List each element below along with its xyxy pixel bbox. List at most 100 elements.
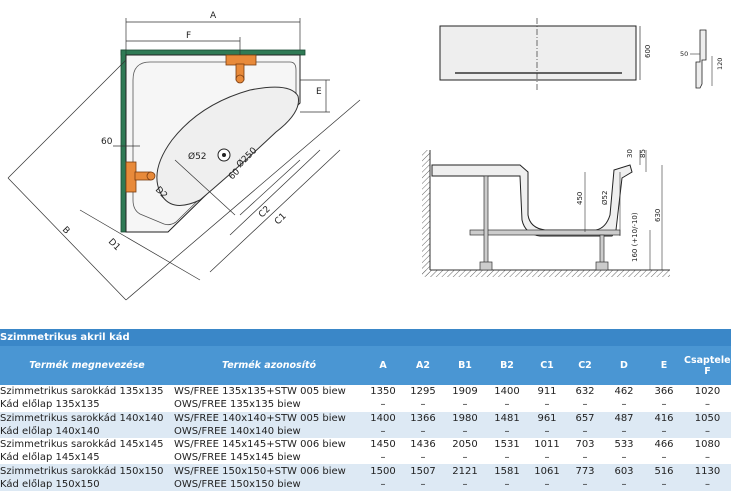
value-dash: –: [402, 424, 444, 438]
value-C1: 1011: [534, 439, 560, 451]
value-A2: 1507: [402, 464, 444, 478]
panel-name: Kád előlap 135x135: [0, 399, 100, 411]
value-B2: 1481: [486, 411, 528, 425]
product-name: Szimmetrikus sarokkád 140x140: [0, 411, 174, 425]
value-A2: 1295: [410, 386, 436, 398]
front-dim-50: 50: [680, 50, 688, 58]
value-E: 466: [654, 439, 674, 451]
side-view: 30 85 Ø52 450 630 160 (+10/-10): [422, 149, 670, 277]
value-C2: 773: [566, 464, 604, 478]
value-D: 533: [614, 439, 634, 451]
value-E: 516: [644, 464, 684, 478]
value-B1: 1909: [452, 386, 478, 398]
product-code: WS/FREE 135x135+STW 005 biew: [174, 386, 346, 398]
value-C2: 632: [575, 386, 595, 398]
value-dash: –: [380, 399, 386, 411]
value-dash: –: [566, 424, 604, 438]
value-dash: –: [621, 399, 627, 411]
product-code: WS/FREE 145x145+STW 006 biew: [174, 439, 346, 451]
value-dash: –: [504, 399, 510, 411]
product-code: WS/FREE 140x140+STW 005 biew: [174, 411, 364, 425]
panel-code: OWS/FREE 140x140 biew: [174, 424, 364, 438]
product-name: Szimmetrikus sarokkád 145x145: [0, 439, 164, 451]
value-B1: 1980: [444, 411, 486, 425]
value-F: 1080: [694, 439, 721, 451]
product-name: Szimmetrikus sarokkád 150x150: [0, 464, 174, 478]
side-bath-section: [431, 164, 633, 237]
dim-label-C1: C1: [273, 212, 289, 228]
front-profile: [695, 29, 707, 89]
value-dash: –: [486, 424, 528, 438]
top-tap: [225, 54, 257, 84]
value-dash: –: [364, 424, 402, 438]
side-legs: [469, 175, 621, 271]
left-wall: [120, 49, 127, 233]
header-code: Termék azonosító: [174, 346, 364, 386]
value-B1: 2050: [452, 439, 478, 451]
header-D: D: [604, 346, 644, 386]
value-A: 1400: [364, 411, 402, 425]
side-dim-85: 85: [639, 149, 647, 158]
header-A: A: [364, 346, 402, 386]
technical-drawings: A F E 60 Ø52 Ø250 60 D2 C2 C1 D1 B 600 5…: [7, 11, 724, 301]
value-dash: –: [528, 477, 566, 491]
value-F: 1050: [684, 411, 731, 425]
value-C2: 703: [575, 439, 595, 451]
side-dim-450: 450: [576, 192, 584, 205]
value-dash: –: [402, 477, 444, 491]
value-dash: –: [462, 452, 468, 464]
value-A2: 1366: [402, 411, 444, 425]
front-dim-600: 600: [644, 45, 652, 58]
value-dash: –: [582, 452, 588, 464]
side-dim-30: 30: [626, 149, 634, 158]
value-E: 366: [654, 386, 674, 398]
value-dash: –: [684, 424, 731, 438]
value-C1: 1061: [528, 464, 566, 478]
spec-table: Szimmetrikus akril kád Termék megnevezés…: [0, 329, 731, 491]
value-dash: –: [604, 477, 644, 491]
dim-label-E: E: [316, 87, 322, 97]
side-dim-630: 630: [654, 209, 662, 222]
value-C1: 961: [528, 411, 566, 425]
side-tap: [125, 161, 156, 193]
top-view: A F E 60 Ø52 Ø250 60 D2 C2 C1 D1 B: [7, 11, 361, 301]
value-dash: –: [444, 424, 486, 438]
header-B1: B1: [444, 346, 486, 386]
value-dash: –: [705, 399, 711, 411]
value-D: 603: [604, 464, 644, 478]
value-F: 1130: [684, 464, 731, 478]
dim-label-B: B: [60, 225, 71, 236]
value-dash: –: [705, 452, 711, 464]
value-A2: 1436: [410, 439, 436, 451]
value-dash: –: [364, 477, 402, 491]
side-dim-drain: Ø52: [601, 191, 609, 205]
value-D: 487: [604, 411, 644, 425]
value-dash: –: [462, 399, 468, 411]
dim-label-F: F: [186, 31, 191, 41]
value-dash: –: [661, 399, 667, 411]
dim-label-A: A: [210, 11, 217, 21]
value-dash: –: [504, 452, 510, 464]
value-A: 1500: [364, 464, 402, 478]
value-dash: –: [544, 452, 550, 464]
value-A: 1350: [370, 386, 396, 398]
value-B2: 1531: [494, 439, 520, 451]
panel-name: Kád előlap 145x145: [0, 452, 100, 464]
header-F-line2: F: [704, 365, 711, 377]
value-dash: –: [684, 477, 731, 491]
value-C2: 657: [566, 411, 604, 425]
front-panel: [439, 25, 637, 81]
front-dim-120: 120: [716, 58, 724, 70]
value-dash: –: [566, 477, 604, 491]
dim-label-D1: D1: [106, 237, 122, 253]
panel-code: OWS/FREE 145x145 biew: [174, 452, 301, 464]
header-C1: C1: [528, 346, 566, 386]
value-dash: –: [544, 399, 550, 411]
value-B2: 1581: [486, 464, 528, 478]
